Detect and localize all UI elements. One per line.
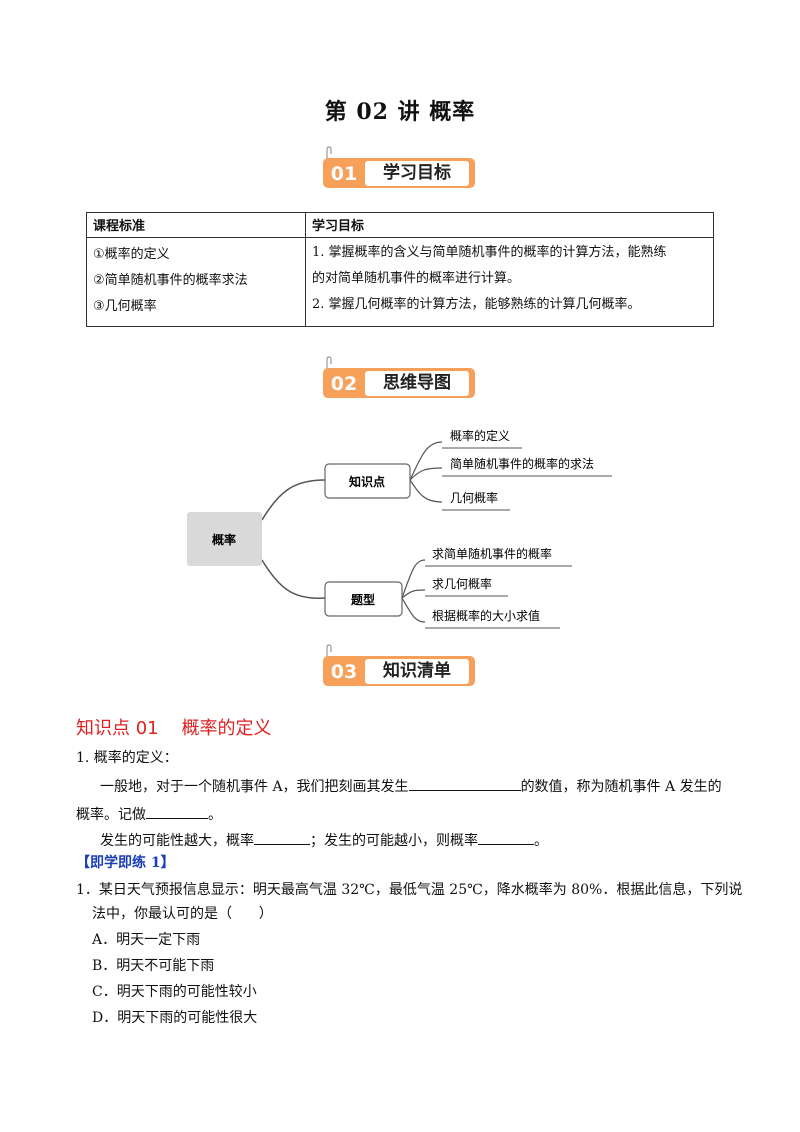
definition-paragraph: 一般地，对于一个随机事件 A，我们把刻画其发生 的数值，称为随机事件 A 发生的 [100,774,722,799]
section-badge-knowledge: 03 知识清单 [323,644,479,690]
list-item: ③几何概率 [93,299,157,314]
paperclip-icon [326,146,332,159]
mindmap-root-node [187,512,262,566]
section-number: 02 [330,373,358,395]
fill-blank[interactable] [408,774,521,791]
section-number: 01 [330,163,358,185]
paragraph-text: 的数值，称为随机事件 A 发生的 [520,779,722,795]
goals-table: 课程标准 学习目标 ①概率的定义 ②简单随机事件的概率求法 ③几何概率 1. 掌… [86,212,714,327]
option-c[interactable]: C．明天下雨的可能性较小 [92,984,257,1000]
objectives-cell: 1. 掌握概率的含义与简单随机事件的概率的计算方法，能熟练 的对简单随机事件的概… [305,237,714,327]
mindmap-leaf: 求简单随机事件的概率 [432,546,552,561]
paragraph-text: 。 [208,807,222,823]
paragraph-text: 概率。记做 [76,807,146,823]
section-label: 学习目标 [365,161,469,186]
definition-paragraph-cont: 概率。记做 。 [76,802,222,827]
list-item: 1. 掌握概率的含义与简单随机事件的概率的计算方法，能熟练 [312,245,667,260]
paragraph-text: 一般地，对于一个随机事件 A，我们把刻画其发生 [100,779,409,795]
knowledge-heading: 知识点 01 概率的定义 [76,718,272,739]
paragraph-text: ；发生的可能越小，则概率 [310,833,478,849]
paragraph-text: 。 [534,833,548,849]
option-d[interactable]: D．明天下雨的可能性很大 [92,1010,258,1026]
question-text-cont: 法中，你最认可的是（ ） [92,906,273,922]
likelihood-paragraph: 发生的可能性越大，概率 ；发生的可能越小，则概率 。 [100,828,548,853]
table-header: 学习目标 [305,212,714,238]
mind-map: 概率 知识点 题型 概率的定义 简单随机事件的概率的求法 几何概率 求简单随机事… [187,428,612,629]
practice-heading: 【即学即练 1】 [76,855,175,871]
paragraph-text: 发生的可能性越大，概率 [100,833,254,849]
section-label: 思维导图 [365,371,469,396]
mindmap-branch-label: 知识点 [348,474,385,489]
definition-label: 1. 概率的定义： [76,750,178,766]
mindmap-branch-label: 题型 [351,592,375,607]
mindmap-leaf: 概率的定义 [450,428,510,443]
page-title: 第 02 讲 概率 [324,99,476,125]
list-item: ①概率的定义 [93,247,170,262]
fill-blank[interactable] [254,828,310,845]
table-header: 课程标准 [86,212,306,238]
list-item: ②简单随机事件的概率求法 [93,273,248,288]
list-item: 2. 掌握几何概率的计算方法，能够熟练的计算几何概率。 [312,297,641,312]
fill-blank[interactable] [146,802,208,819]
mindmap-branch-node [324,581,403,617]
fill-blank[interactable] [478,828,534,845]
option-b[interactable]: B．明天不可能下雨 [92,958,215,974]
mindmap-leaf: 根据概率的大小求值 [432,608,540,623]
section-number: 03 [330,661,358,683]
option-a[interactable]: A．明天一定下雨 [92,932,201,948]
mindmap-branch-node [324,463,411,499]
section-label: 知识清单 [365,659,469,684]
question-text: 1．某日天气预报信息显示：明天最高气温 32℃，最低气温 25℃，降水概率为 8… [76,882,743,898]
section-badge-mindmap: 02 思维导图 [323,356,479,402]
standards-cell: ①概率的定义 ②简单随机事件的概率求法 ③几何概率 [86,237,306,327]
section-badge-goals: 01 学习目标 [323,146,479,192]
mindmap-leaf: 求几何概率 [432,576,492,591]
mindmap-leaf: 简单随机事件的概率的求法 [450,456,594,471]
mindmap-leaf: 几何概率 [450,490,498,505]
paperclip-icon [326,356,332,369]
mindmap-root-label: 概率 [212,532,236,547]
paperclip-icon [326,644,332,657]
list-item: 的对简单随机事件的概率进行计算。 [312,271,521,286]
